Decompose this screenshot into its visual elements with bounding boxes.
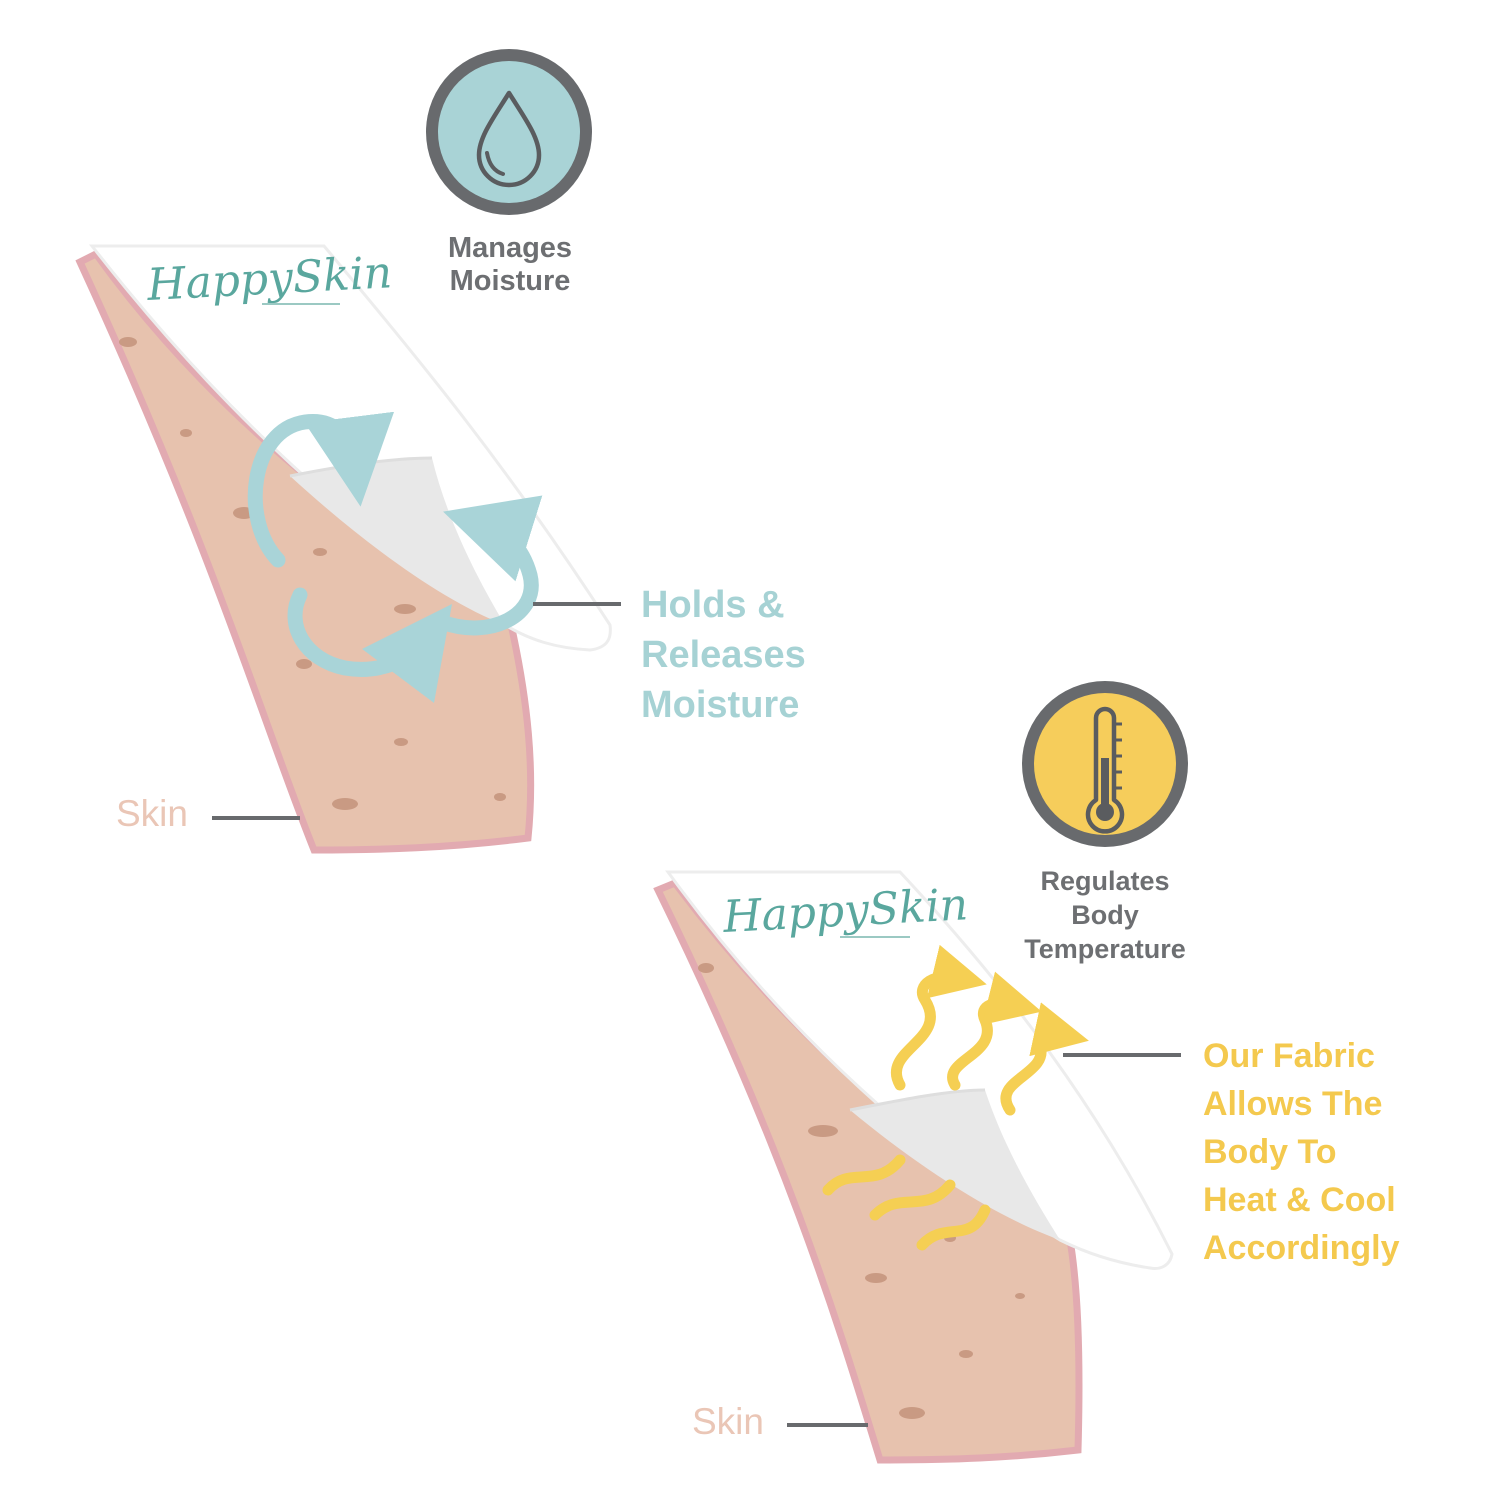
temperature-callout: Our Fabric Allows The Body To Heat & Coo… xyxy=(1203,1037,1400,1267)
moisture-callout: Holds & Releases Moisture xyxy=(641,584,806,727)
moisture-panel: HappySkin xyxy=(75,49,621,854)
moisture-title: Manages Moisture xyxy=(447,232,573,298)
skin-label: Skin xyxy=(116,793,188,834)
heat-release-arrows xyxy=(890,944,1089,1116)
temperature-icon-badge xyxy=(1022,681,1188,847)
heat-waves xyxy=(822,1154,991,1251)
skin-pores xyxy=(698,963,1025,1419)
temperature-title: Regulates Body Temperature xyxy=(1024,866,1186,964)
moisture-icon-badge xyxy=(426,49,592,215)
temperature-panel: HappySkin xyxy=(653,681,1188,1464)
water-drop-icon xyxy=(476,90,542,188)
thermometer-icon xyxy=(1085,706,1125,834)
fabric-fold xyxy=(850,1090,1060,1240)
moisture-cycle-arrows xyxy=(247,411,543,704)
skin-label: Skin xyxy=(692,1401,764,1442)
